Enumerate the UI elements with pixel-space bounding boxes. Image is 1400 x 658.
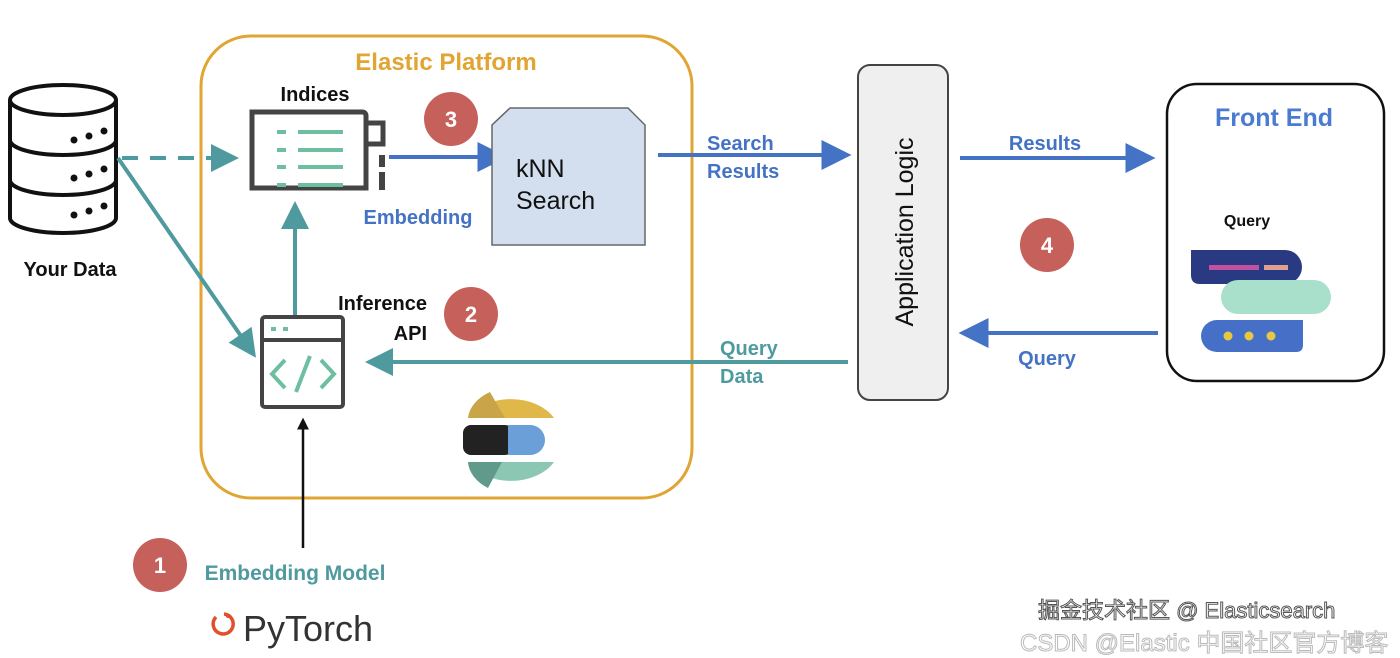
search-results-line2: Results <box>707 161 779 183</box>
application-logic-box <box>857 64 949 401</box>
step-3-number: 3 <box>445 107 457 132</box>
your-data-label: Your Data <box>24 259 118 281</box>
step-2-number: 2 <box>465 302 477 327</box>
query-label: Query <box>1018 348 1077 370</box>
elastic-logo <box>463 392 554 488</box>
step-3-badge <box>424 92 478 146</box>
search-results-line1: Search <box>707 133 774 155</box>
front-end-title: Front End <box>1215 104 1333 132</box>
pytorch-wordmark: PyTorch <box>243 608 373 649</box>
step-4-badge <box>1020 218 1074 272</box>
elastic-platform-box <box>199 34 694 500</box>
index-document-icon <box>249 109 386 191</box>
results-label: Results <box>1009 133 1081 155</box>
inference-line2: API <box>394 323 427 345</box>
chat-bubbles-icon <box>1191 250 1331 352</box>
embedding-model-label: Embedding Model <box>205 562 386 585</box>
data-to-inference-arrow <box>116 156 256 358</box>
query-data-line1: Query <box>720 338 779 360</box>
database-icon <box>8 83 118 235</box>
step-4-number: 4 <box>1041 233 1054 258</box>
step-1-number: 1 <box>154 553 166 578</box>
query-data-line2: Data <box>720 366 764 388</box>
application-logic-label: Application Logic <box>891 137 919 326</box>
step-2-badge <box>444 287 498 341</box>
indices-label: Indices <box>281 84 350 106</box>
embedding-label: Embedding <box>364 207 473 229</box>
knn-search-box <box>491 107 646 246</box>
watermark-front: 掘金技术社区 @ Elasticsearch <box>1038 598 1335 623</box>
watermark-back: CSDN @Elastic 中国社区官方博客 <box>1020 630 1388 657</box>
platform-title: Elastic Platform <box>355 49 536 76</box>
step-1-badge <box>133 538 187 592</box>
knn-line2: Search <box>516 187 595 215</box>
inference-line1: Inference <box>338 293 427 315</box>
pytorch-logo: PyTorch <box>211 608 373 649</box>
code-window-icon <box>260 315 345 409</box>
front-end-box <box>1165 82 1386 383</box>
knn-line1: kNN <box>516 155 565 183</box>
front-end-query-label: Query <box>1224 213 1270 230</box>
